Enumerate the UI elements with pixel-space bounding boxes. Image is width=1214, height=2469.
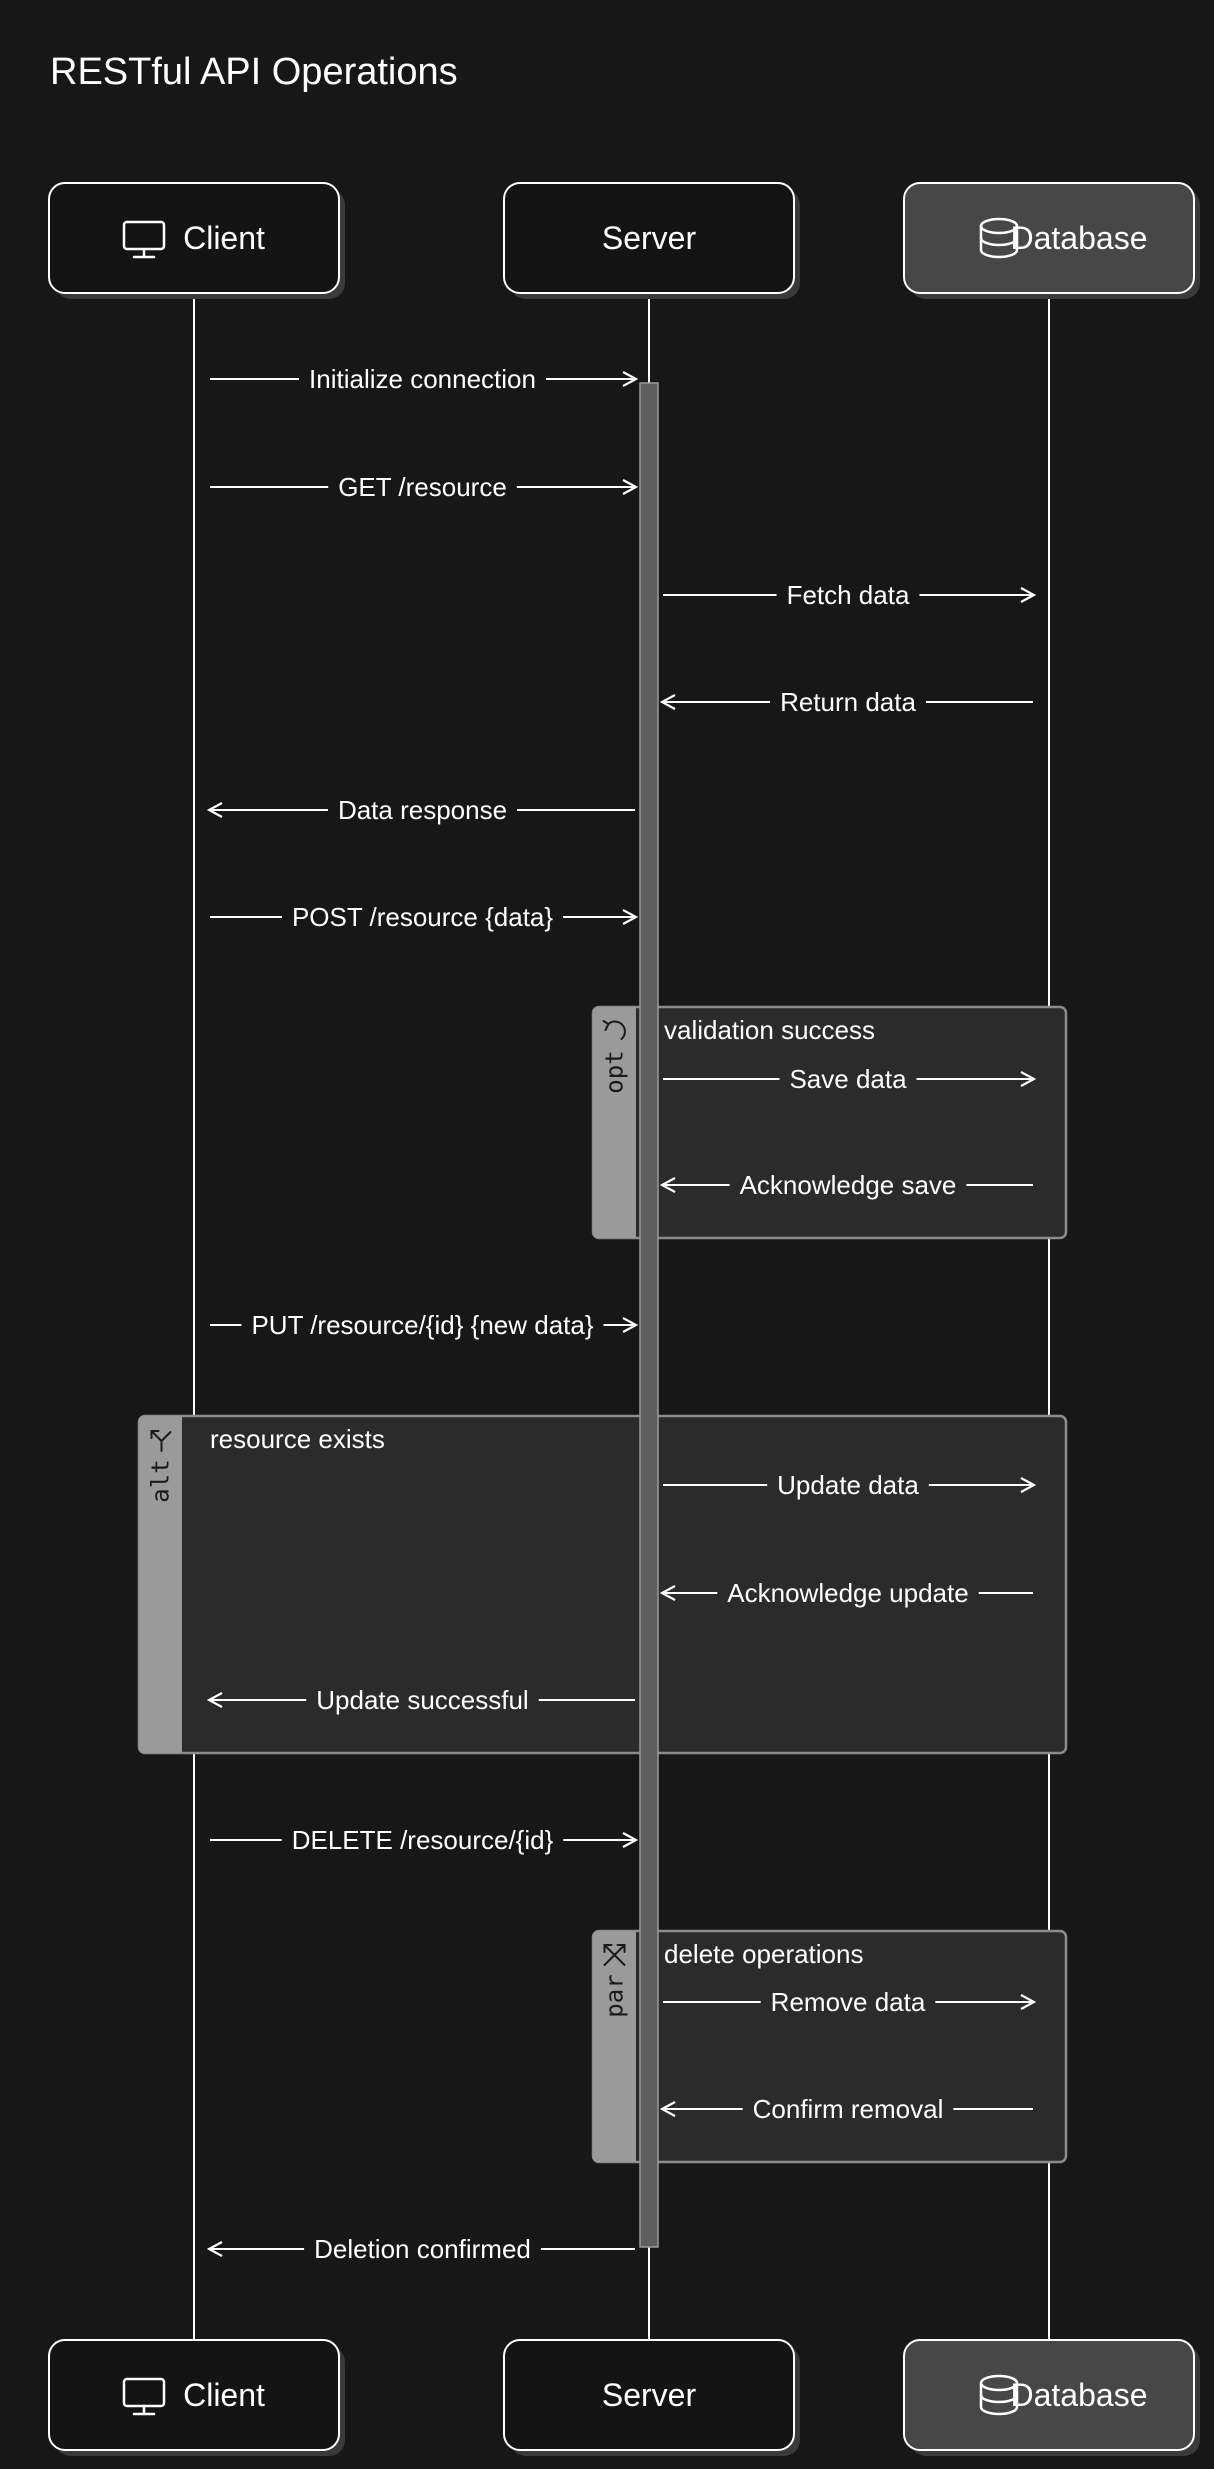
message-label: Update data	[777, 1470, 919, 1500]
message-arrow: Update successful	[210, 1685, 635, 1715]
server-activation-bar	[639, 382, 659, 2248]
fragment-condition-label: resource exists	[210, 1424, 385, 1454]
database-icon	[979, 2374, 1019, 2416]
message-arrow: Deletion confirmed	[210, 2234, 635, 2264]
actor-label: Client	[183, 220, 265, 256]
actor-server-top: Server	[503, 182, 800, 299]
message-label: POST /resource {data}	[292, 902, 553, 932]
message-label: Data response	[338, 795, 507, 825]
message-arrow: Save data	[663, 1064, 1033, 1094]
fragment-kind-label: opt	[601, 1050, 629, 1093]
actor-client-top: Client	[48, 182, 345, 299]
message-arrow: Remove data	[663, 1987, 1033, 2017]
loop-arrow-icon	[602, 1020, 626, 1040]
fragment-condition-label: validation success	[664, 1015, 875, 1045]
message-arrow: POST /resource {data}	[210, 902, 635, 932]
message-arrow: Initialize connection	[210, 364, 635, 394]
fragment-opt: opt validation success	[591, 1005, 1068, 1240]
fragment-kind-label: par	[601, 1974, 629, 2017]
fragment-alt: alt resource exists	[137, 1414, 1068, 1755]
message-arrow: Confirm removal	[663, 2094, 1033, 2124]
actor-box	[903, 2339, 1195, 2451]
message-label: Save data	[789, 1064, 907, 1094]
message-arrow: PUT /resource/{id} {new data}	[210, 1310, 635, 1340]
message-arrow: Update data	[663, 1470, 1033, 1500]
actor-server-bottom: Server	[503, 2339, 800, 2456]
actor-label: Database	[1011, 220, 1148, 256]
fragment-tab	[593, 1931, 636, 2162]
monitor-icon	[122, 2377, 166, 2416]
actor-box	[903, 182, 1195, 294]
actor-client-bottom: Client	[48, 2339, 345, 2456]
actor-box	[503, 182, 795, 294]
message-label: Confirm removal	[753, 2094, 944, 2124]
parallel-arrows-icon	[603, 1944, 626, 1966]
message-label: PUT /resource/{id} {new data}	[251, 1310, 593, 1340]
branch-icon	[150, 1430, 172, 1452]
database-icon	[979, 217, 1019, 259]
actor-box	[48, 182, 340, 294]
monitor-icon	[122, 220, 166, 259]
message-label: DELETE /resource/{id}	[292, 1825, 554, 1855]
message-arrow: Fetch data	[663, 580, 1033, 610]
message-label: Acknowledge save	[740, 1170, 957, 1200]
actor-label: Server	[602, 220, 697, 256]
message-arrow: DELETE /resource/{id}	[210, 1825, 635, 1855]
message-arrow: Data response	[210, 795, 635, 825]
actor-label: Server	[602, 2377, 697, 2413]
actor-label: Client	[183, 2377, 265, 2413]
actor-database-top: Database	[903, 182, 1200, 299]
message-label: Update successful	[316, 1685, 528, 1715]
actor-box	[503, 2339, 795, 2451]
fragment-tab	[593, 1007, 636, 1238]
fragment-tab	[139, 1416, 182, 1753]
actor-box	[48, 2339, 340, 2451]
actor-label: Database	[1011, 2377, 1148, 2413]
message-label: Deletion confirmed	[314, 2234, 531, 2264]
message-label: Acknowledge update	[727, 1578, 968, 1608]
fragment-par: par delete operations	[591, 1929, 1068, 2164]
actor-database-bottom: Database	[903, 2339, 1200, 2456]
message-label: Fetch data	[787, 580, 910, 610]
message-arrow: GET /resource	[210, 472, 635, 502]
message-arrow: Acknowledge save	[663, 1170, 1033, 1200]
diagram-title: RESTful API Operations	[50, 51, 458, 93]
fragment-kind-label: alt	[147, 1459, 175, 1502]
message-label: Initialize connection	[309, 364, 536, 394]
message-label: Remove data	[771, 1987, 926, 2017]
message-label: Return data	[780, 687, 916, 717]
fragment-condition-label: delete operations	[664, 1939, 863, 1969]
message-arrow: Return data	[663, 687, 1033, 717]
message-label: GET /resource	[338, 472, 507, 502]
message-arrow: Acknowledge update	[663, 1578, 1033, 1608]
